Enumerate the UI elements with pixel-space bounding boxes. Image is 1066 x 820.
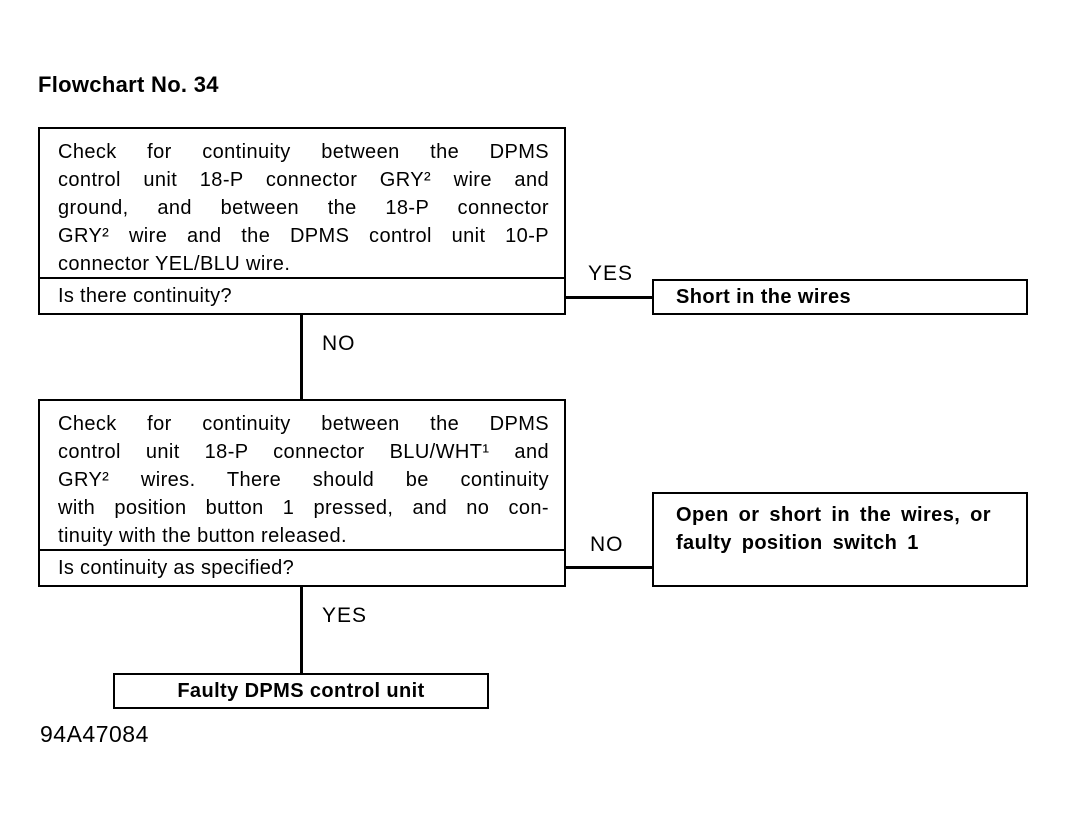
connector-yes-2 <box>300 587 303 673</box>
yes-label-2: YES <box>322 604 368 627</box>
result-open-text: Open or short in the wires, or faulty po… <box>676 501 991 557</box>
decision-box-1: Check for continuity between the DPMS co… <box>38 127 566 315</box>
decision-box-1-line: GRY² wire and the DPMS control unit 10-P <box>58 225 549 247</box>
result-box-short-in-wires: Short in the wires <box>652 279 1028 315</box>
no-label-2: NO <box>590 533 624 556</box>
decision-box-2-line: tinuity with the button released. <box>58 525 347 547</box>
yes-label-1: YES <box>588 262 634 285</box>
result-open-line2: faulty position switch 1 <box>676 532 919 554</box>
result-faulty-text: Faulty DPMS control unit <box>177 679 425 702</box>
decision-box-1-line: Check for continuity between the DPMS <box>58 141 549 163</box>
decision-box-1-question: Is there continuity? <box>40 277 564 313</box>
figure-code: 94A47084 <box>40 721 149 747</box>
result-short-text: Short in the wires <box>676 285 852 308</box>
decision-box-2-line: control unit 18-P connector BLU/WHT¹ and <box>58 441 549 463</box>
decision-box-2-line: GRY² wires. There should be continuity <box>58 469 549 491</box>
decision-box-2-question: Is continuity as specified? <box>40 549 564 585</box>
connector-no-2 <box>566 566 652 569</box>
decision-box-2-text: Check for continuity between the DPMS co… <box>40 401 564 551</box>
decision-box-1-line: ground, and between the 18-P connector <box>58 197 549 219</box>
result-box-open-or-short: Open or short in the wires, or faulty po… <box>652 492 1028 587</box>
connector-no-1 <box>300 315 303 399</box>
decision-box-2-line: Check for continuity between the DPMS <box>58 413 549 435</box>
result-box-faulty-unit: Faulty DPMS control unit <box>113 673 489 709</box>
decision-box-2: Check for continuity between the DPMS co… <box>38 399 566 587</box>
result-open-line1: Open or short in the wires, or <box>676 504 991 526</box>
connector-yes-1 <box>566 296 652 299</box>
decision-box-1-text: Check for continuity between the DPMS co… <box>40 129 564 279</box>
decision-box-2-line: with position button 1 pressed, and no c… <box>58 497 549 519</box>
page-title: Flowchart No. 34 <box>38 72 219 97</box>
no-label-1: NO <box>322 332 356 355</box>
decision-box-1-line: connector YEL/BLU wire. <box>58 253 291 275</box>
decision-box-1-line: control unit 18-P connector GRY² wire an… <box>58 169 549 191</box>
